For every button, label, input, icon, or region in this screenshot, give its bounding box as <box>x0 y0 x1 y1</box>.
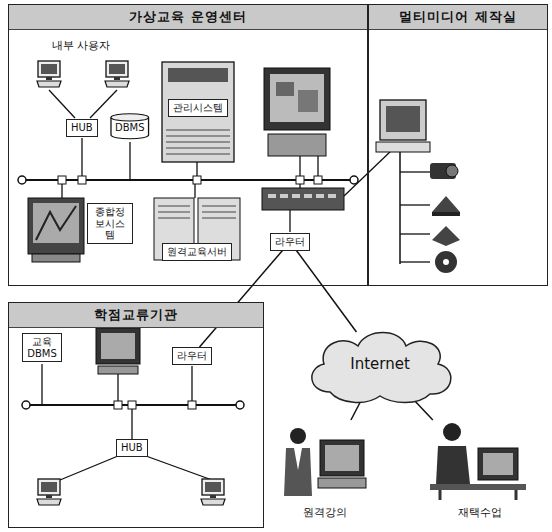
group-label: 내부 사용자 <box>50 38 113 53</box>
multimedia-equipment <box>344 100 460 273</box>
network-bus <box>18 176 358 184</box>
device-label: 라우터 <box>172 347 212 365</box>
server-rack <box>162 62 234 162</box>
internet-cloud: Internet <box>300 322 460 406</box>
device-label: 교육 DBMS <box>22 333 62 362</box>
node-text: HUB <box>71 122 93 134</box>
node-text: Internet <box>350 355 410 373</box>
device-label: HUB <box>116 439 148 457</box>
lecture-figure <box>284 428 366 496</box>
region-title: 학점교류기관 <box>9 303 263 328</box>
node-text: 라우터 <box>275 236 305 248</box>
client-figure: 원격강의 <box>270 420 380 520</box>
node-text: 재택수업 <box>455 505 505 520</box>
region-box: 학점교류기관교육 DBMS 라우터 HUB <box>8 302 264 528</box>
node-text: 교육 DBMS <box>27 336 57 359</box>
node-text: HUB <box>121 442 143 454</box>
device-label: 원격교육서버 <box>162 243 232 261</box>
network-link <box>200 251 283 348</box>
workstation <box>264 68 330 156</box>
server-terminal <box>28 198 84 262</box>
branch-equipment <box>22 328 244 505</box>
user-pc <box>37 61 129 87</box>
device-label: 관리시스템 <box>168 99 228 117</box>
device-label: HUB <box>66 119 98 137</box>
client-figure: 재택수업 <box>420 420 540 520</box>
database-cylinder: DBMS <box>110 113 150 140</box>
region-title: 멀티미디어 제작실 <box>369 5 547 30</box>
node-text: 원격강의 <box>300 505 350 520</box>
device-label: 종합정보시스템 <box>87 203 133 244</box>
node-text: 관리시스템 <box>173 102 223 114</box>
region-box: 멀티미디어 제작실 <box>368 4 548 286</box>
network-link <box>296 251 356 333</box>
device-label: 라우터 <box>270 233 310 251</box>
homestudy-figure <box>430 423 526 500</box>
node-text: 종합정보시스템 <box>92 206 128 241</box>
node-text: DBMS <box>115 122 145 134</box>
switch-device <box>262 188 344 210</box>
node-text: 라우터 <box>177 350 207 362</box>
node-text: 원격교육서버 <box>167 246 227 258</box>
region-title: 가상교육 운영센터 <box>9 5 367 30</box>
server-rack <box>154 198 240 260</box>
